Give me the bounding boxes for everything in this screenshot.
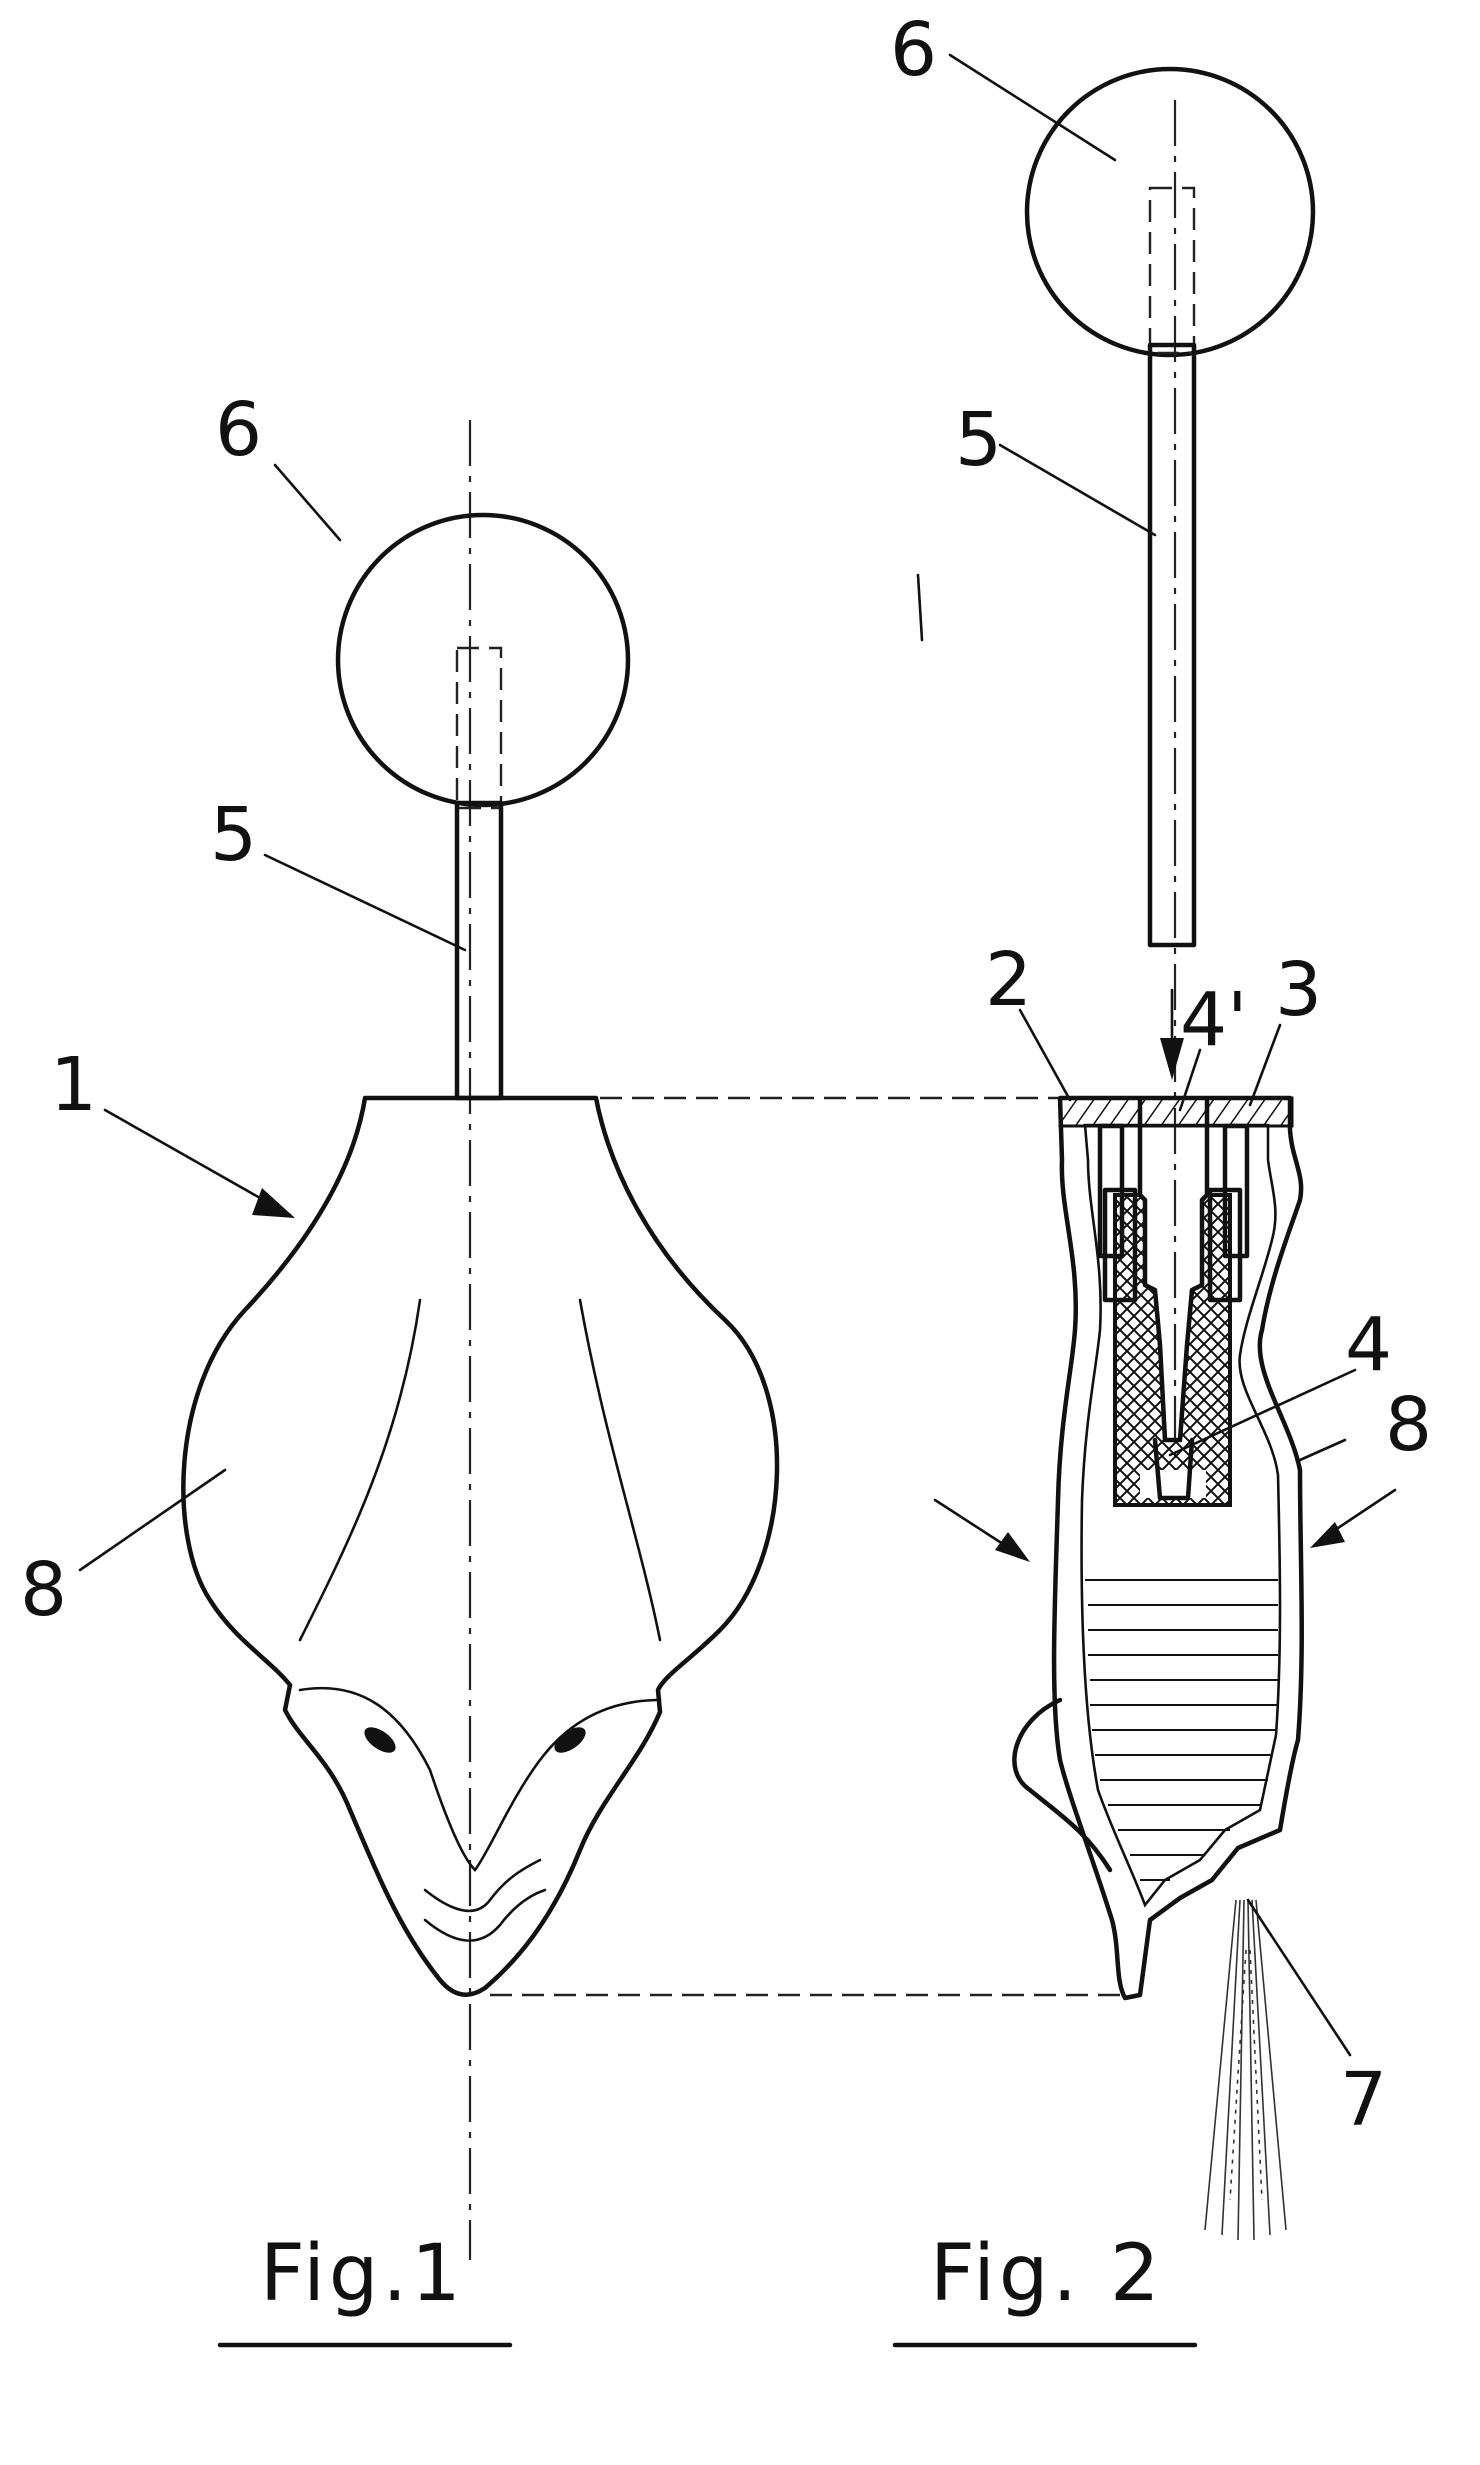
fig2-leader-4 bbox=[1168, 1368, 1357, 1457]
fig2-wick bbox=[1113, 1193, 1232, 1507]
fig1-face-lines-2 bbox=[423, 1888, 547, 1942]
fig1-rod-insert bbox=[455, 646, 503, 810]
fig1-leader-6 bbox=[273, 463, 342, 542]
fig1-body-outline bbox=[181, 1095, 780, 1997]
fig2-container-outer bbox=[1051, 1095, 1304, 2001]
fig1-label-8: 8 bbox=[20, 1547, 67, 1633]
fig2-squeeze-arrowhead-left bbox=[995, 1532, 1030, 1562]
fig2-label-4: 4 bbox=[1345, 1302, 1392, 1388]
fig2-leader-2 bbox=[1018, 1008, 1072, 1102]
fig2-ball bbox=[1024, 66, 1316, 358]
fig2-leader-6 bbox=[948, 53, 1117, 162]
scan-mark bbox=[916, 573, 924, 642]
fig2-squeeze-arrowhead-right bbox=[1310, 1522, 1345, 1548]
fig2-rod bbox=[1147, 342, 1197, 948]
fig1-caption: Fig.1 bbox=[260, 2229, 465, 2319]
fig1-face-lines bbox=[423, 1858, 542, 1913]
fig2-liquid bbox=[1085, 1579, 1278, 1881]
fig1-label-6: 6 bbox=[215, 387, 262, 473]
fig2-leader-7 bbox=[1246, 1898, 1352, 2057]
fig2-wick-bottom-clear bbox=[1140, 1470, 1206, 1498]
fig2-label-2: 2 bbox=[985, 937, 1032, 1023]
fig2-leader-3 bbox=[1248, 1023, 1282, 1107]
fig1-arrowhead-1 bbox=[252, 1188, 295, 1218]
fig2-leader-4p bbox=[1178, 1048, 1202, 1112]
figure-1: 6 5 1 8 Fig.1 bbox=[20, 387, 780, 2348]
fig2-insert-arrowhead bbox=[1160, 1038, 1184, 1080]
fig2-leader-5 bbox=[998, 443, 1157, 537]
fig2-side-bulge bbox=[1012, 1697, 1113, 1873]
fig1-leader-5 bbox=[263, 853, 467, 952]
fig2-label-5: 5 bbox=[955, 397, 1002, 483]
fig2-wick-tip bbox=[1152, 1437, 1195, 1501]
fig1-label-5: 5 bbox=[210, 792, 257, 878]
fig1-ball bbox=[335, 512, 631, 808]
fig2-label-3: 3 bbox=[1275, 947, 1322, 1033]
fig2-label-6: 6 bbox=[890, 7, 937, 93]
fig1-right-eye bbox=[554, 1727, 586, 1753]
fig2-leader-8 bbox=[1298, 1438, 1347, 1462]
fig2-label-4p: 4' bbox=[1180, 977, 1247, 1063]
fig1-right-ridge bbox=[578, 1298, 662, 1642]
fig2-caption: Fig. 2 bbox=[930, 2229, 1164, 2319]
fig2-cap-hatched bbox=[1058, 1096, 1294, 1128]
fig2-label-7: 7 bbox=[1340, 2057, 1387, 2143]
fig1-leader-8 bbox=[78, 1468, 227, 1572]
figure-2: 6 5 2 4' 3 4 8 7 Fig. 2 bbox=[890, 7, 1432, 2348]
fig1-face-upper bbox=[298, 1686, 662, 1872]
fig1-left-eye bbox=[364, 1727, 396, 1753]
fig1-label-1: 1 bbox=[50, 1042, 97, 1128]
fig2-container-inner bbox=[1080, 1123, 1282, 1908]
fig2-rod-insert bbox=[1148, 186, 1196, 355]
fig1-left-ridge bbox=[298, 1298, 422, 1642]
fig2-spray bbox=[1204, 1899, 1287, 2241]
fig2-label-8: 8 bbox=[1385, 1382, 1432, 1468]
